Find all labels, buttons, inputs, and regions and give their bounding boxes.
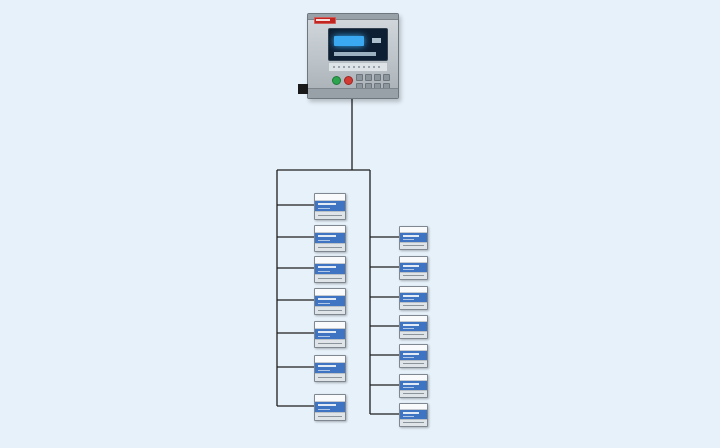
sensor-module (399, 226, 428, 250)
sensor-module (399, 315, 428, 339)
sensor-module-label-band (400, 292, 427, 302)
sensor-module-terminals (315, 338, 345, 347)
sensor-module-top (315, 289, 345, 296)
sensor-module-label-band (400, 232, 427, 242)
sensor-module (314, 256, 346, 283)
keypad-key (374, 74, 381, 81)
sensor-module-terminals (315, 372, 345, 381)
side-connector (298, 84, 308, 94)
sensor-module (399, 256, 428, 280)
controller-unit (307, 13, 399, 99)
lcd-indicator (372, 38, 381, 43)
sensor-module (314, 225, 346, 252)
alarm-button (344, 76, 353, 85)
sensor-module-top (315, 322, 345, 329)
sensor-module-top (400, 345, 427, 351)
sensor-module-terminals (315, 305, 345, 314)
sensor-module-label-band (400, 380, 427, 390)
sensor-module (314, 193, 346, 220)
sensor-module (399, 286, 428, 310)
sensor-module-label-band (315, 328, 345, 339)
sensor-module (314, 321, 346, 348)
brand-logo (314, 17, 336, 24)
sensor-module-label-band (400, 321, 427, 331)
sensor-module-label-band (315, 401, 345, 412)
sensor-module-label-band (400, 409, 427, 419)
controller-label-strip (328, 62, 388, 72)
sensor-module-top (315, 395, 345, 402)
sensor-module-terminals (315, 210, 345, 219)
sensor-module-terminals (400, 389, 427, 397)
sensor-module-label-band (315, 362, 345, 373)
power-button (332, 76, 341, 85)
sensor-module-label-band (315, 263, 345, 274)
sensor-module-terminals (400, 301, 427, 309)
keypad-key (356, 74, 363, 81)
lcd-status-row (334, 52, 376, 56)
sensor-module-label-band (400, 350, 427, 360)
sensor-module-terminals (400, 330, 427, 338)
sensor-module-top (400, 227, 427, 233)
keypad-key (365, 74, 372, 81)
sensor-module (399, 374, 428, 398)
sensor-module-terminals (400, 271, 427, 279)
sensor-module-top (315, 226, 345, 233)
sensor-module-label-band (400, 262, 427, 272)
sensor-module-terminals (315, 411, 345, 420)
keypad-key (383, 74, 390, 81)
sensor-module-top (400, 375, 427, 381)
sensor-module-top (315, 194, 345, 201)
sensor-module (314, 288, 346, 315)
sensor-module (399, 403, 428, 427)
lcd-display (328, 28, 388, 61)
sensor-module-top (400, 404, 427, 410)
sensor-module-top (315, 356, 345, 363)
controller-top-strip (308, 14, 398, 20)
keypad-buttons (356, 74, 390, 89)
sensor-module-top (315, 257, 345, 264)
sensor-module (314, 355, 346, 382)
sensor-module-label-band (315, 232, 345, 243)
sensor-module-top (400, 316, 427, 322)
sensor-module (314, 394, 346, 421)
sensor-module-terminals (315, 273, 345, 282)
sensor-module-top (400, 257, 427, 263)
sensor-module-terminals (315, 242, 345, 251)
sensor-module-terminals (400, 241, 427, 249)
sensor-module-top (400, 287, 427, 293)
sensor-module-label-band (315, 200, 345, 211)
lcd-digits (334, 36, 364, 46)
controller-bottom-panel (308, 88, 398, 98)
sensor-module-terminals (400, 359, 427, 367)
sensor-module-terminals (400, 418, 427, 426)
sensor-module (399, 344, 428, 368)
sensor-module-label-band (315, 295, 345, 306)
